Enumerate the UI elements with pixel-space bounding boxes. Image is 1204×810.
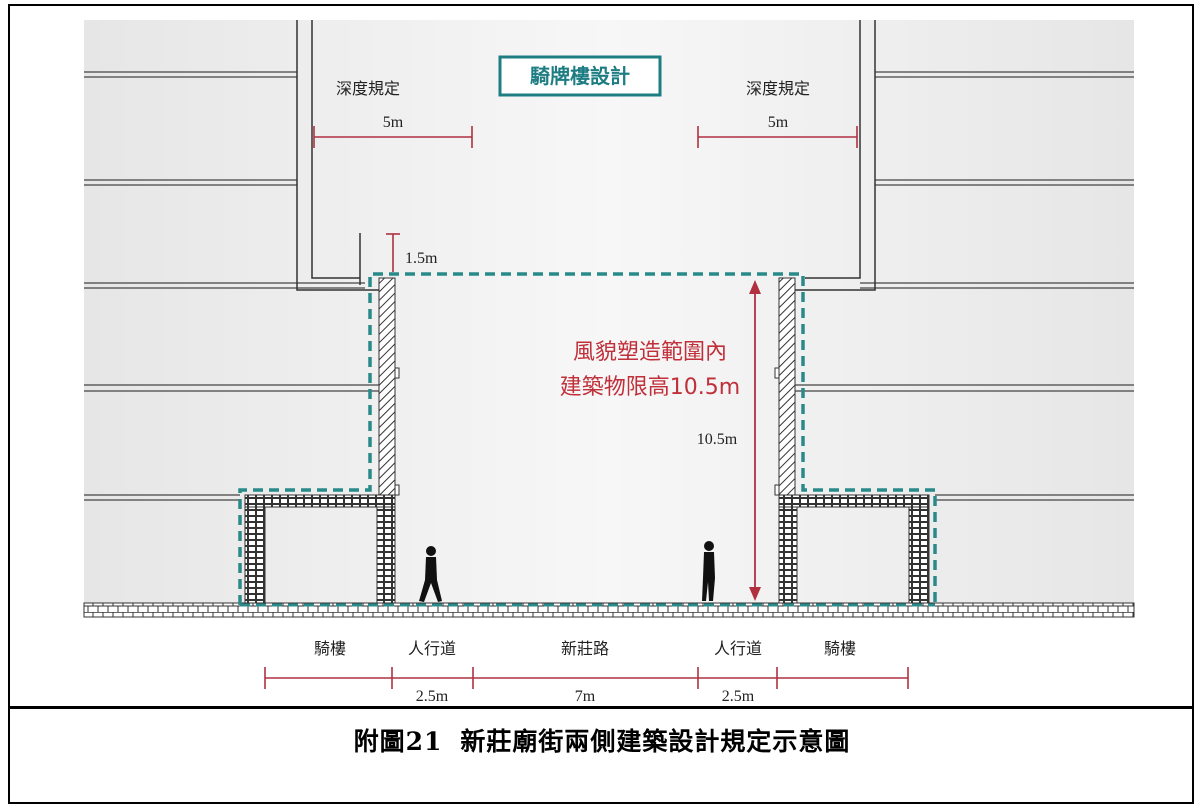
setback-value: 1.5m (405, 250, 438, 267)
label-road: 新莊路 (561, 639, 609, 658)
right-arcade-frame (778, 494, 930, 606)
depth-right-dimension (697, 126, 858, 148)
figure-caption-text: 新莊廟街兩側建築設計規定示意圖 (460, 727, 851, 756)
depth-rule-right-label: 深度規定 (746, 79, 810, 98)
figure-caption: 附圖21 新莊廟街兩側建築設計規定示意圖 (0, 722, 1204, 758)
depth-rule-left-label: 深度規定 (336, 79, 400, 98)
pedestrian-left-icon (419, 546, 442, 602)
left-building-floors (84, 71, 380, 501)
caption-divider (8, 706, 1194, 709)
right-column-bracket (774, 367, 780, 379)
setback-dimension (386, 233, 400, 272)
left-arcade-column (378, 277, 396, 496)
building-envelope-dashed (238, 272, 937, 605)
height-note-line2: 建築物限高10.5m (560, 375, 740, 400)
dim-sidewalk-left: 2.5m (416, 688, 449, 705)
left-column-bracket-low (394, 484, 400, 496)
title-box (498, 55, 662, 97)
label-sidewalk-right: 人行道 (714, 639, 762, 658)
label-arcade-left: 騎樓 (314, 639, 346, 658)
bottom-dimension-line (264, 667, 909, 689)
height-note-line1: 風貌塑造範圍內 (573, 340, 727, 365)
height-dimension-arrow (749, 280, 761, 601)
right-building-floors (795, 71, 1134, 501)
diagram-title: 騎牌樓設計 (530, 64, 630, 88)
dim-road: 7m (575, 688, 596, 705)
left-column-bracket (394, 367, 400, 379)
left-arcade-frame (244, 494, 396, 606)
dim-sidewalk-right: 2.5m (722, 688, 755, 705)
height-value: 10.5m (697, 431, 738, 448)
figure-frame (8, 4, 1194, 804)
right-column-bracket-low (774, 484, 780, 496)
upper-building-outlines (296, 20, 876, 291)
depth-right-value: 5m (768, 114, 789, 131)
depth-left-value: 5m (383, 114, 404, 131)
street-section-diagram: 騎牌樓設計 深度規定 深度規定 5m 5m 1.5m 風貌塑造範圍內 建築物限高… (83, 20, 1135, 705)
depth-left-dimension (313, 126, 473, 148)
right-arcade-column (778, 277, 796, 496)
label-arcade-right: 騎樓 (824, 639, 856, 658)
label-sidewalk-left: 人行道 (408, 639, 456, 658)
pedestrian-right-icon (702, 541, 715, 601)
figure-number: 附圖21 (353, 727, 443, 756)
